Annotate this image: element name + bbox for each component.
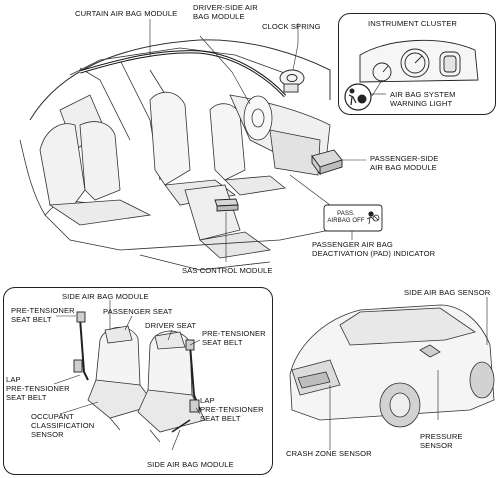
lap-pretensioner-right-label: LAP PRE-TENSIONER SEAT BELT	[200, 396, 264, 423]
passenger-seat-label: PASSENGER SEAT	[103, 307, 173, 316]
pad-indicator-panel	[323, 204, 383, 232]
side-airbag-bottom-label: SIDE AIR BAG MODULE	[147, 460, 234, 469]
pad-panel-text: PASS. AIRBAG OFF	[327, 211, 365, 224]
curtain-airbag-label: CURTAIN AIR BAG MODULE	[75, 9, 178, 18]
pad-indicator-label: PASSENGER AIR BAG DEACTIVATION (PAD) IND…	[312, 240, 436, 258]
warning-light-label: AIR BAG SYSTEM WARNING LIGHT	[390, 90, 456, 108]
airbag-warning-light-icon	[344, 83, 372, 111]
sas-control-module-label: SAS CONTROL MODULE	[182, 266, 273, 275]
passenger-airbag-module-icon	[311, 149, 343, 176]
driver-seat-label: DRIVER SEAT	[145, 321, 197, 330]
vehicle-interior-drawing	[19, 39, 331, 271]
lap-pretensioner-left-label: LAP PRE-TENSIONER SEAT BELT	[6, 375, 70, 402]
instrument-cluster-label: INSTRUMENT CLUSTER	[368, 19, 457, 28]
seats-inset-box	[3, 287, 273, 475]
leader-lines-seats	[53, 300, 201, 451]
passenger-side-airbag-label: PASSENGER-SIDE AIR BAG MODULE	[370, 154, 439, 172]
instrument-cluster-inset-box	[338, 13, 496, 115]
sas-control-module-icon	[214, 198, 239, 212]
crash-zone-sensor-label: CRASH ZONE SENSOR	[286, 449, 372, 458]
side-airbag-sensor-label: SIDE AIR BAG SENSOR	[404, 288, 491, 297]
suv-exterior-drawing	[289, 304, 495, 428]
side-airbag-top-label: SIDE AIR BAG MODULE	[62, 292, 149, 301]
instrument-cluster-drawing	[359, 39, 479, 83]
pressure-sensor-label: PRESSURE SENSOR	[420, 432, 463, 450]
pretensioner-left-label: PRE-TENSIONER SEAT BELT	[11, 306, 75, 324]
occupant-classification-label: OCCUPANT CLASSIFICATION SENSOR	[31, 412, 95, 439]
driver-side-airbag-label: DRIVER-SIDE AIR BAG MODULE	[193, 3, 258, 21]
pretensioner-right-label: PRE-TENSIONER SEAT BELT	[202, 329, 266, 347]
leader-lines-top	[149, 19, 386, 262]
clock-spring-icon	[279, 69, 305, 93]
airbag-off-symbol-icon	[366, 211, 380, 225]
seats-drawing	[87, 325, 206, 443]
leader-lines-car	[329, 297, 488, 450]
clock-spring-label: CLOCK SPRING	[262, 22, 321, 31]
